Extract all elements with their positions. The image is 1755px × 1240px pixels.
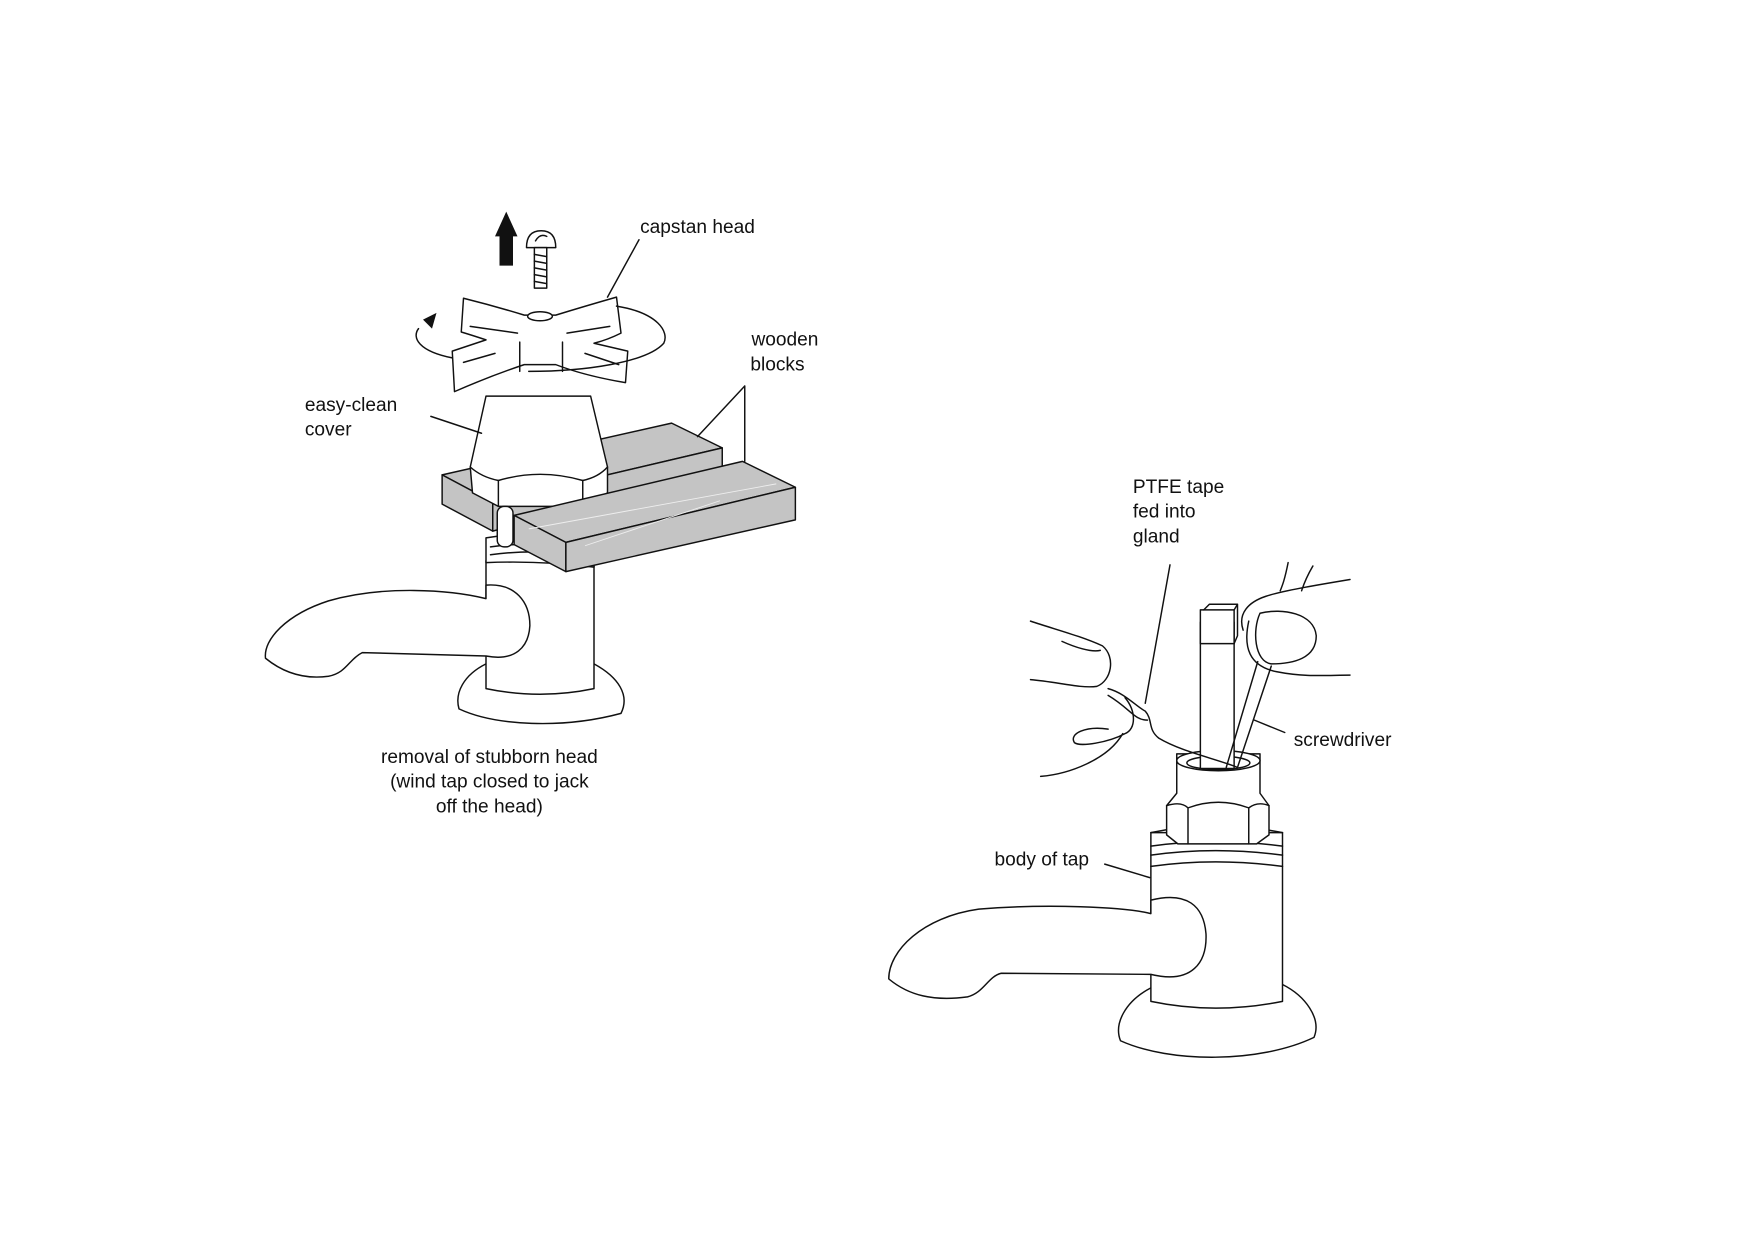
- caption-line1: removal of stubborn head: [381, 747, 598, 768]
- up-arrow-icon: [495, 211, 518, 266]
- label-screwdriver: screwdriver: [1294, 730, 1392, 751]
- rotation-arrowhead-icon: [423, 312, 437, 329]
- easy-clean-cover: [469, 395, 609, 508]
- spindle: [1199, 603, 1239, 770]
- label-easy-clean-line1: easy-clean: [305, 395, 397, 416]
- screwdriver: [1225, 660, 1272, 769]
- label-ptfe-line3: gland: [1133, 526, 1180, 547]
- wooden-block-front: [513, 460, 797, 573]
- left-tap-illustration: [264, 211, 797, 725]
- label-wooden-blocks-line1: wooden: [751, 330, 819, 351]
- label-wooden-blocks-line2: blocks: [750, 354, 804, 375]
- caption-line3: off the head): [436, 796, 543, 817]
- tap-body: [485, 551, 595, 695]
- label-capstan-head: capstan head: [640, 217, 755, 238]
- capstan-head: [451, 296, 629, 393]
- spindle: [496, 505, 514, 548]
- label-ptfe-line1: PTFE tape: [1133, 477, 1224, 498]
- rotation-arrow-icon: [415, 305, 666, 373]
- screw-icon: [525, 230, 557, 289]
- right-hand: [1241, 561, 1351, 677]
- tap-spout: [888, 896, 1207, 1000]
- tap-spout: [264, 584, 531, 678]
- leader-lines-left: [430, 239, 746, 463]
- ptfe-tape: [1107, 687, 1239, 769]
- caption-line2: (wind tap closed to jack: [390, 772, 589, 793]
- label-easy-clean-line2: cover: [305, 420, 352, 441]
- label-ptfe-line2: fed into: [1133, 502, 1196, 523]
- label-body-of-tap: body of tap: [995, 849, 1090, 870]
- left-hand: [1029, 620, 1135, 778]
- leader-lines-right: [1104, 564, 1286, 879]
- right-tap-illustration: [888, 561, 1351, 1058]
